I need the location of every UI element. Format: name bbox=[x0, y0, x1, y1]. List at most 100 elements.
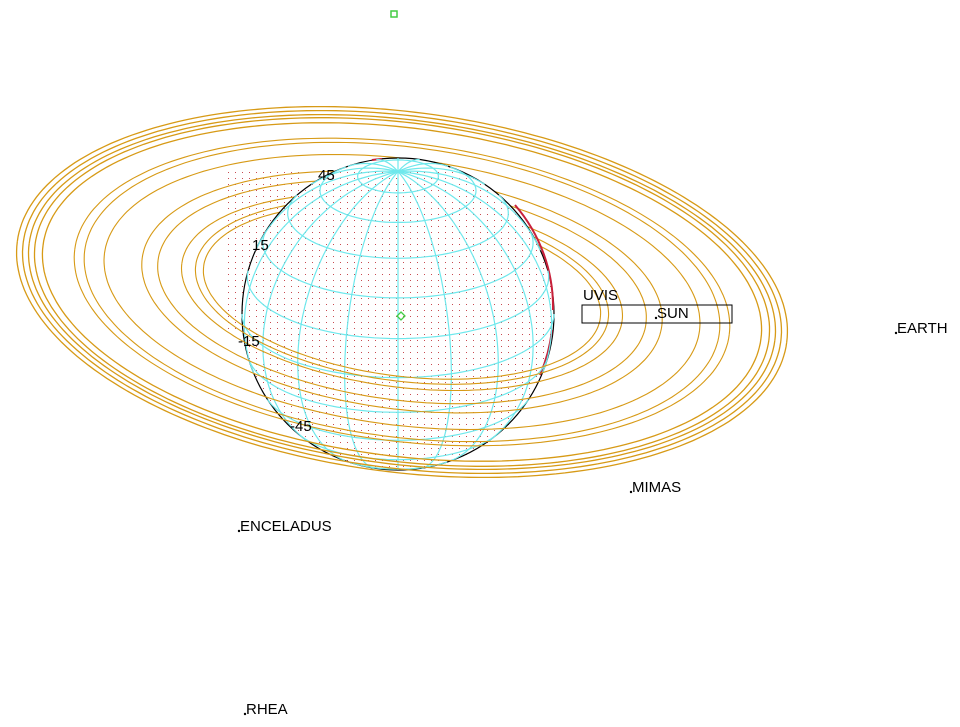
grid-dot bbox=[249, 358, 250, 359]
grid-dot bbox=[263, 196, 264, 197]
grid-dot bbox=[312, 352, 313, 353]
grid-dot bbox=[396, 208, 397, 209]
grid-dot bbox=[361, 292, 362, 293]
planet-dot-field bbox=[228, 172, 551, 467]
grid-dot bbox=[298, 334, 299, 335]
grid-dot bbox=[452, 328, 453, 329]
grid-dot bbox=[438, 256, 439, 257]
grid-dot bbox=[424, 418, 425, 419]
grid-dot bbox=[431, 214, 432, 215]
grid-dot bbox=[333, 310, 334, 311]
grid-dot bbox=[417, 214, 418, 215]
grid-dot bbox=[431, 352, 432, 353]
grid-dot bbox=[480, 280, 481, 281]
grid-dot bbox=[438, 226, 439, 227]
grid-dot bbox=[389, 280, 390, 281]
grid-dot bbox=[438, 214, 439, 215]
grid-dot bbox=[431, 430, 432, 431]
grid-dot bbox=[445, 268, 446, 269]
grid-dot bbox=[284, 304, 285, 305]
grid-dot bbox=[410, 268, 411, 269]
grid-dot bbox=[466, 280, 467, 281]
grid-dot bbox=[389, 364, 390, 365]
grid-dot bbox=[319, 274, 320, 275]
grid-dot bbox=[361, 238, 362, 239]
grid-dot bbox=[340, 304, 341, 305]
grid-dot bbox=[543, 328, 544, 329]
grid-dot bbox=[501, 232, 502, 233]
grid-dot bbox=[550, 322, 551, 323]
grid-dot bbox=[389, 376, 390, 377]
grid-dot bbox=[354, 334, 355, 335]
grid-dot bbox=[403, 190, 404, 191]
grid-dot bbox=[515, 274, 516, 275]
grid-dot bbox=[480, 238, 481, 239]
grid-dot bbox=[424, 424, 425, 425]
grid-dot bbox=[445, 406, 446, 407]
grid-dot bbox=[298, 322, 299, 323]
grid-dot bbox=[375, 358, 376, 359]
ring-front-arc bbox=[21, 242, 782, 475]
grid-dot bbox=[487, 238, 488, 239]
grid-dot bbox=[312, 292, 313, 293]
grid-dot bbox=[347, 460, 348, 461]
grid-dot bbox=[515, 310, 516, 311]
grid-dot bbox=[459, 190, 460, 191]
grid-dot bbox=[452, 214, 453, 215]
grid-dot bbox=[249, 292, 250, 293]
grid-dot bbox=[326, 322, 327, 323]
grid-dot bbox=[452, 394, 453, 395]
grid-dot bbox=[515, 256, 516, 257]
grid-dot bbox=[347, 442, 348, 443]
grid-dot bbox=[347, 382, 348, 383]
grid-dot bbox=[494, 370, 495, 371]
grid-dot bbox=[347, 286, 348, 287]
grid-dot bbox=[319, 334, 320, 335]
grid-dot bbox=[459, 352, 460, 353]
grid-dot bbox=[375, 286, 376, 287]
grid-dot bbox=[536, 352, 537, 353]
grid-dot bbox=[256, 304, 257, 305]
grid-dot bbox=[529, 328, 530, 329]
grid-dot bbox=[417, 400, 418, 401]
grid-dot bbox=[389, 442, 390, 443]
grid-dot bbox=[445, 424, 446, 425]
grid-dot bbox=[403, 304, 404, 305]
grid-dot bbox=[291, 370, 292, 371]
grid-dot bbox=[410, 298, 411, 299]
grid-dot bbox=[312, 190, 313, 191]
grid-dot bbox=[396, 352, 397, 353]
grid-dot bbox=[277, 172, 278, 173]
grid-dot bbox=[319, 376, 320, 377]
grid-dot bbox=[326, 238, 327, 239]
grid-dot bbox=[354, 358, 355, 359]
grid-dot bbox=[501, 250, 502, 251]
grid-dot bbox=[438, 334, 439, 335]
grid-dot bbox=[396, 328, 397, 329]
grid-dot bbox=[473, 280, 474, 281]
grid-dot bbox=[501, 358, 502, 359]
grid-dot bbox=[543, 346, 544, 347]
grid-dot bbox=[347, 424, 348, 425]
grid-dot bbox=[466, 244, 467, 245]
grid-dot bbox=[270, 322, 271, 323]
grid-dot bbox=[466, 262, 467, 263]
grid-dot bbox=[424, 304, 425, 305]
grid-dot bbox=[298, 238, 299, 239]
ring-front-arc bbox=[33, 243, 770, 467]
grid-dot bbox=[536, 286, 537, 287]
grid-dot bbox=[319, 400, 320, 401]
ring-back-arc bbox=[74, 137, 731, 335]
grid-dot bbox=[389, 262, 390, 263]
grid-dot bbox=[270, 292, 271, 293]
grid-dot bbox=[277, 304, 278, 305]
grid-dot bbox=[284, 358, 285, 359]
grid-dot bbox=[333, 334, 334, 335]
grid-dot bbox=[228, 250, 229, 251]
grid-dot bbox=[389, 184, 390, 185]
grid-dot bbox=[312, 406, 313, 407]
grid-dot bbox=[242, 172, 243, 173]
grid-dot bbox=[263, 310, 264, 311]
grid-dot bbox=[536, 310, 537, 311]
grid-dot bbox=[410, 406, 411, 407]
